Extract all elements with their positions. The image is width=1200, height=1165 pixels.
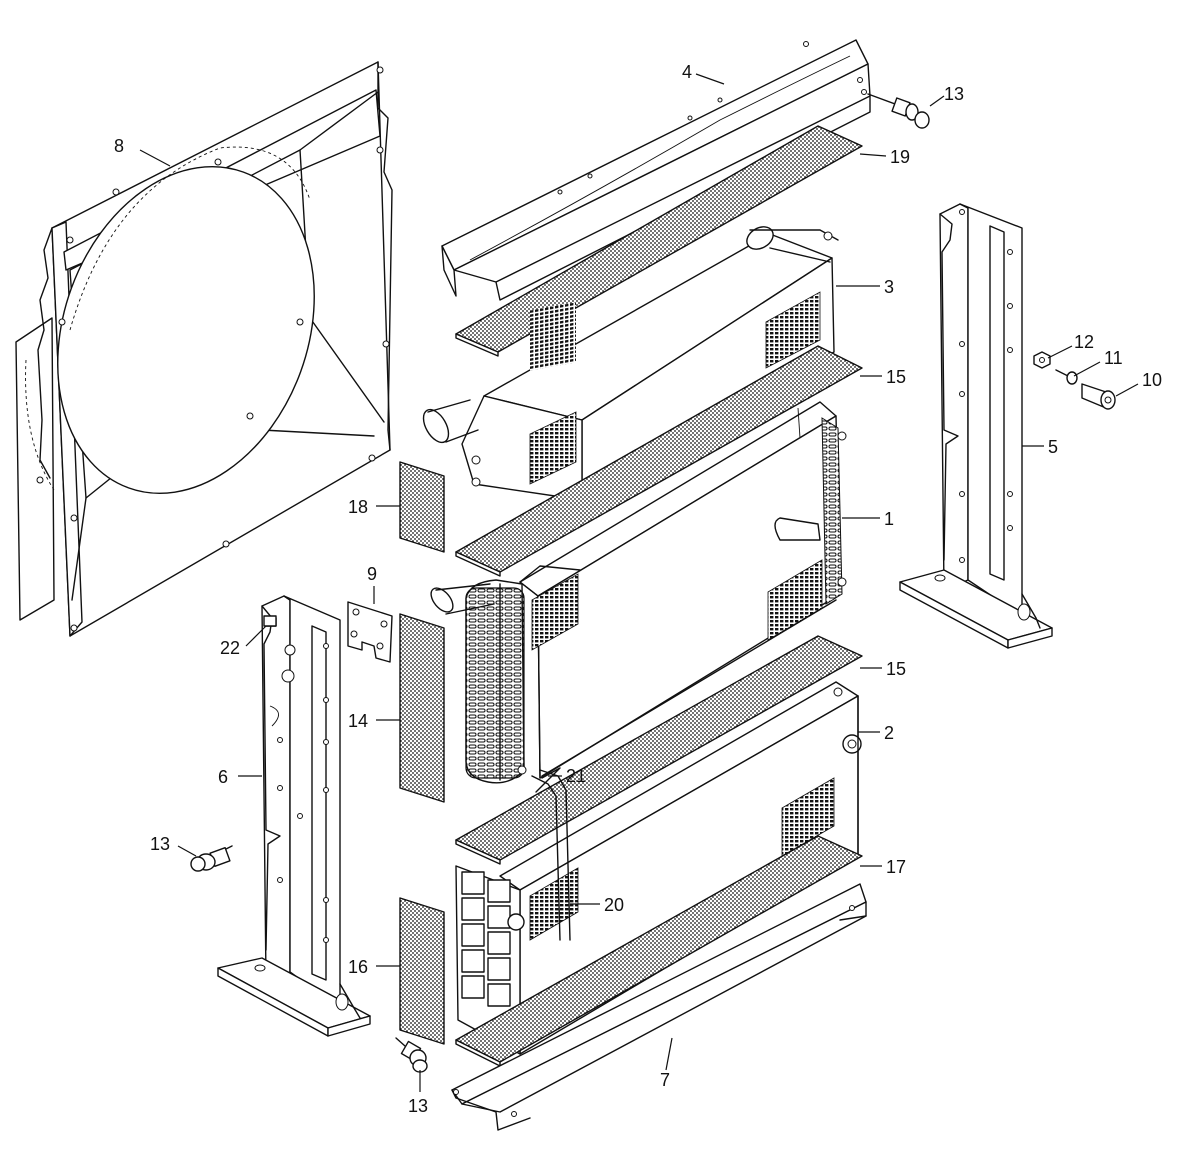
callout-15b: 15 xyxy=(886,659,906,679)
callout-6: 6 xyxy=(218,767,228,787)
bolt-part-13-top xyxy=(867,93,930,129)
top-bracket-part-4 xyxy=(441,39,871,301)
callout-16: 16 xyxy=(348,957,368,977)
callout-14: 14 xyxy=(348,711,368,731)
callout-13c: 13 xyxy=(408,1096,428,1116)
oil-cooler-part-3 xyxy=(422,226,839,501)
callout-18: 18 xyxy=(348,497,368,517)
side-mesh-pad-part-18 xyxy=(399,461,445,553)
callout-7: 7 xyxy=(660,1070,670,1090)
spacer-part-10 xyxy=(1081,383,1116,410)
bolt-part-13-left xyxy=(190,845,233,872)
callout-20: 20 xyxy=(604,895,624,915)
bottom-bracket-part-7 xyxy=(451,883,867,1131)
callout-21: 21 xyxy=(566,766,586,786)
callout-1: 1 xyxy=(884,509,894,529)
fan-shroud-part-8 xyxy=(15,61,393,637)
callout-5: 5 xyxy=(1048,437,1058,457)
callout-4: 4 xyxy=(682,62,692,82)
callout-13: 13 xyxy=(944,84,964,104)
mesh-strip-part-19 xyxy=(455,125,863,357)
callout-11: 11 xyxy=(1104,348,1123,368)
radiator-part-1 xyxy=(430,401,847,793)
nut-part-12 xyxy=(1033,351,1051,369)
side-pillar-part-6 xyxy=(217,595,371,1037)
bolt-part-11 xyxy=(1055,369,1078,385)
bolt-part-13-bottom xyxy=(395,1037,428,1073)
callout-12: 12 xyxy=(1074,332,1094,352)
mesh-strip-part-15-upper xyxy=(455,345,863,577)
callout-10: 10 xyxy=(1142,370,1162,390)
leader-lines xyxy=(139,73,1139,1092)
small-bracket-part-9 xyxy=(347,601,393,663)
clip-part-22 xyxy=(263,615,277,627)
callout-labels: 8 4 13 19 3 12 11 10 15 5 18 1 9 22 15 1… xyxy=(114,62,1162,1116)
side-mesh-pad-part-16 xyxy=(399,897,445,1045)
callout-2: 2 xyxy=(884,723,894,743)
mesh-strip-part-15-lower xyxy=(455,635,863,865)
callout-19: 19 xyxy=(890,147,910,167)
callout-3: 3 xyxy=(884,277,894,297)
callout-15: 15 xyxy=(886,367,906,387)
callout-17: 17 xyxy=(886,857,906,877)
callout-9: 9 xyxy=(367,564,377,584)
side-pillar-part-5 xyxy=(899,203,1053,649)
callout-8: 8 xyxy=(114,136,124,156)
callout-22: 22 xyxy=(220,638,240,658)
side-mesh-pad-part-14 xyxy=(399,613,445,803)
hose-part-20 xyxy=(531,769,571,941)
intercooler-end-grid xyxy=(461,871,511,1007)
callout-13b: 13 xyxy=(150,834,170,854)
